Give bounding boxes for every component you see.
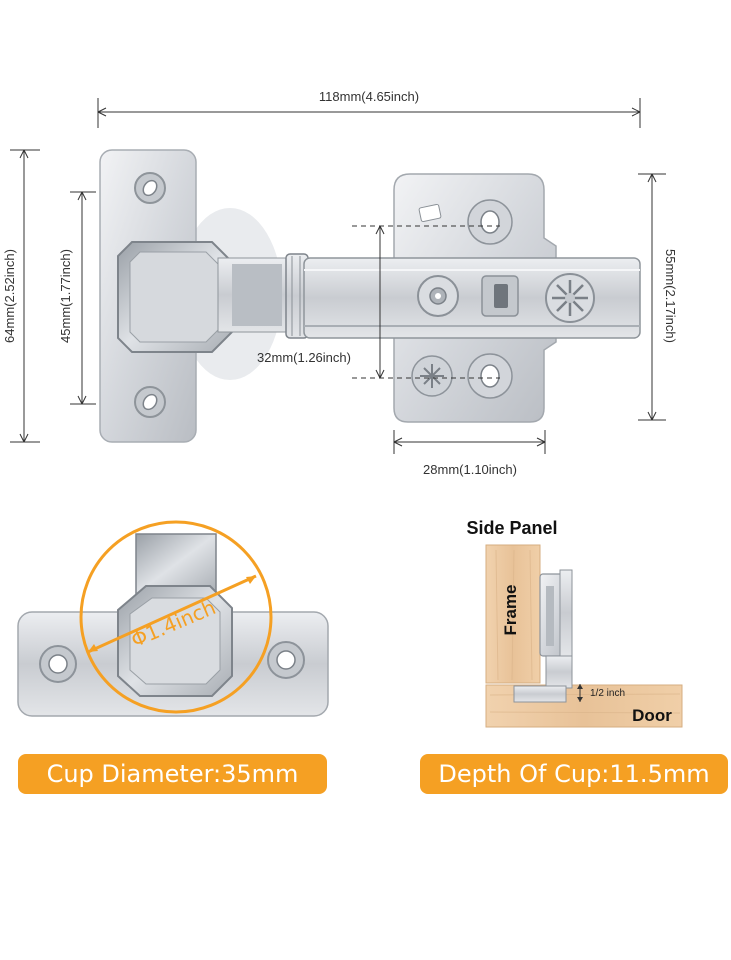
cup-offset-label: 32mm(1.26inch): [257, 350, 351, 365]
cup-diameter-line: [87, 574, 257, 654]
door-label: Door: [632, 706, 672, 725]
installed-hinge-cup: [513, 685, 567, 703]
cup-depth-banner: Depth Of Cup:11.5mm: [420, 754, 728, 794]
plate-height-label: 64mm(2.52inch): [2, 249, 17, 343]
cup-diameter-circle: [79, 520, 273, 714]
side-panel-title: Side Panel: [466, 518, 557, 538]
overall-width-label: 118mm(4.65inch): [319, 89, 419, 104]
frame-label: Frame: [501, 584, 520, 635]
base-height-label: 55mm(2.17inch): [663, 249, 678, 343]
base-width-label: 28mm(1.10inch): [423, 462, 517, 477]
dimension-lines: [10, 98, 666, 454]
hole-spacing-label: 45mm(1.77inch): [58, 249, 73, 343]
cup-diameter-banner: Cup Diameter:35mm: [18, 754, 327, 794]
gap-label: 1/2 inch: [590, 688, 625, 699]
